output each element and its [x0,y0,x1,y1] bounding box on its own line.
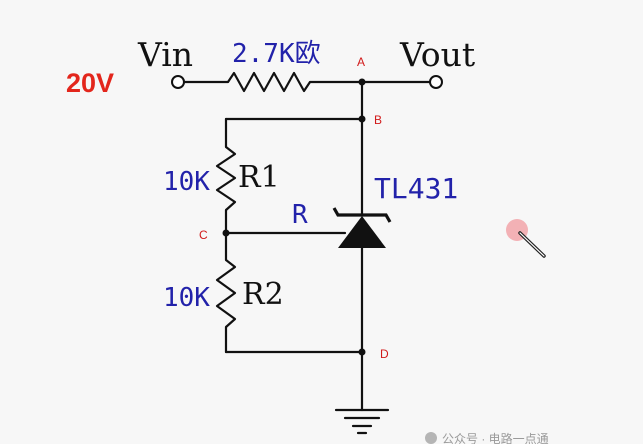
resistor-r2 [215,259,237,328]
tl431-label: TL431 [374,172,458,205]
tl431-triangle [338,216,386,248]
resistor-r1 [215,146,237,211]
series-resistor [227,71,311,93]
watermark-text: 公众号 · 电路一点通 [442,431,549,444]
r1-name-label: R1 [238,160,280,195]
mouse-cursor-icon [506,219,546,258]
input-voltage-label: 20V [66,68,114,98]
vout-label: Vout [399,35,475,74]
node-b-label: B [374,113,382,127]
node-d-label: D [380,347,389,361]
ref-pin-label: R [292,200,308,230]
watermark: 公众号 · 电路一点通 [425,431,549,444]
vout-terminal [429,75,443,89]
vin-label: Vin [137,35,193,74]
series-resistor-label: 2.7K欧 [232,39,321,69]
node-c-label: C [199,228,208,242]
r2-value-label: 10K [163,283,210,313]
r2-name-label: R2 [242,277,284,312]
tl431-cathode-bar [332,207,392,223]
wechat-icon [425,432,437,444]
ground-icon [334,408,390,435]
r1-value-label: 10K [163,167,210,197]
node-a-label: A [357,55,365,69]
vin-terminal [171,75,185,89]
